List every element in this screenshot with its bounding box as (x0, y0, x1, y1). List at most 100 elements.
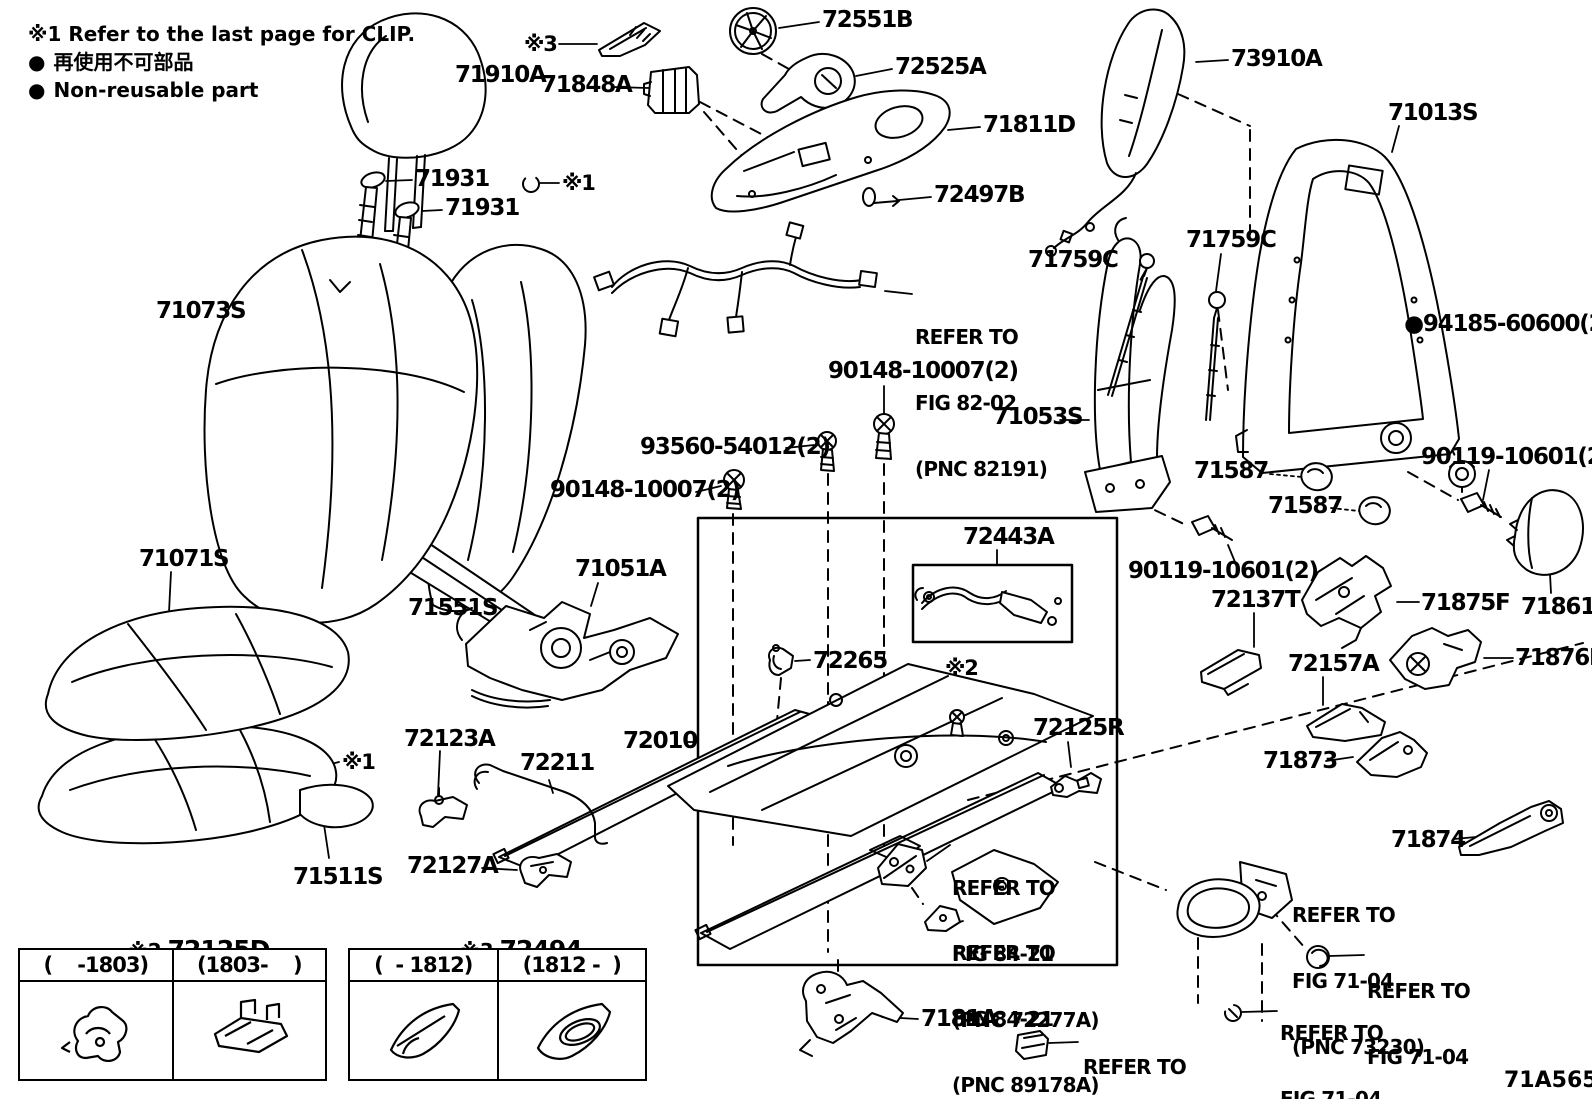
garnish-early-drawing (390, 1002, 461, 1059)
label-90148-a: 90148-10007(2) (828, 358, 1019, 384)
wheel-72551B-drawing (729, 7, 777, 55)
switch-71848A-drawing (643, 66, 700, 114)
label-71875F: 71875F (1421, 590, 1511, 616)
frame-71013S-drawing (1235, 138, 1460, 474)
nut-94185-drawing (1448, 460, 1476, 493)
note-nonreusable-jp: 再使用不可部品 (53, 50, 194, 74)
label-71861: 71861 (1521, 594, 1592, 620)
bracket-72123A-drawing (418, 787, 468, 828)
table-72494-col2: (1812 - ) (496, 950, 646, 980)
bracket-89178A-drawing (924, 905, 961, 932)
label-72010: 72010 (623, 728, 698, 754)
garnish-late-drawing (536, 1002, 611, 1060)
label-7181A: 7181A (921, 1006, 998, 1032)
handle-72525A-drawing (760, 53, 856, 114)
belt-buckle-73230-drawing (1176, 861, 1293, 938)
cover-71876F-drawing (1389, 627, 1482, 690)
control-72443A-drawing (911, 563, 1074, 644)
label-72525A: 72525A (895, 54, 987, 80)
clip-73214-drawing (1224, 1004, 1242, 1023)
screw-x2-drawing (949, 709, 965, 737)
screw-72497B-drawing (862, 187, 900, 207)
label-72123A: 72123A (404, 726, 496, 752)
label-71931-b: 71931 (445, 195, 520, 221)
label-71071S: 71071S (139, 546, 230, 572)
bracket-72125R-drawing (1050, 772, 1102, 798)
label-71873: 71873 (1263, 748, 1338, 774)
label-71587-a: 71587 (1194, 458, 1269, 484)
refer-block-73214: REFER TO FIG 71-04 (PNC 73214) (1280, 1021, 1384, 1099)
table-72494-col1: ( - 1812) (374, 953, 473, 977)
grommets-71587-drawing (1300, 462, 1391, 526)
cover-72157A-drawing (1306, 703, 1386, 742)
label-72443A: 72443A (963, 524, 1055, 550)
cover-71875F-drawing (1301, 555, 1392, 649)
label-72125R: 72125R (1033, 715, 1125, 741)
table-72125D-col2: (1803- ) (171, 950, 326, 980)
bracket-72127A-drawing (519, 853, 572, 888)
label-90119-a: 90119-10601(2) (1421, 444, 1592, 470)
label-x2: ※2 (945, 656, 979, 680)
cushion-cover-71071S-drawing (44, 605, 350, 741)
legend-notes: ※1 Refer to the last page for CLIP. ● 再使… (28, 20, 415, 104)
adjuster-72010-drawing (492, 663, 1094, 950)
bolt-90119-b-drawing (1191, 515, 1233, 541)
table-72125D-part-early (20, 982, 172, 1079)
shield-71811D-drawing (710, 89, 951, 213)
screw-90148-a-drawing (873, 413, 895, 460)
refer-block-72277A: REFER TO FIG 84-21 (PNC 72277A) (952, 876, 1100, 1032)
clip-early-drawing (60, 1005, 128, 1062)
label-90119-b: 90119-10601(2) (1128, 558, 1319, 584)
label-71876F: 71876F (1515, 645, 1592, 671)
refer-block-73230: REFER TO FIG 71-04 (PNC 73230) (1292, 903, 1425, 1059)
table-72494-part-late (496, 982, 646, 1079)
dotted-leaders (1269, 473, 1360, 512)
screw-93560-drawing (817, 431, 837, 472)
table-72494-part-early (350, 982, 497, 1079)
headrest-drawing (341, 12, 487, 232)
label-71051A: 71051A (575, 556, 667, 582)
caps-71759C-drawing (1107, 253, 1226, 421)
label-71759C-a: 71759C (1028, 247, 1119, 273)
label-71811D: 71811D (983, 112, 1076, 138)
shield-71861-drawing (1506, 489, 1584, 576)
label-72551B: 72551B (822, 7, 914, 33)
garnish-x3-drawing (598, 22, 661, 57)
refer-block-82191: REFER TO FIG 82-02 (PNC 82191) (915, 325, 1048, 481)
adjuster-box-72010 (696, 516, 1119, 967)
clip-ring-top (522, 175, 540, 193)
label-71073S: 71073S (156, 298, 247, 324)
label-72127A: 72127A (407, 853, 499, 879)
refer-block-82824A: REFER TO FIG 82-02 (PNC 82824A) (1083, 1055, 1187, 1079)
label-71910A: 71910A (455, 62, 547, 88)
label-93560: 93560-54012(2) (640, 434, 831, 460)
cover-71874-drawing (1458, 800, 1564, 856)
grommet-7104-drawing (1306, 945, 1330, 969)
label-71848A: 71848A (541, 72, 633, 98)
label-71053S: 71053S (993, 404, 1084, 430)
refer-block-89178A: REFER TO FIG 84-21 (PNC 89178A) (952, 941, 1100, 1097)
cushion-pad-71511S-drawing (37, 724, 374, 845)
label-71759C-b: 71759C (1186, 227, 1277, 253)
figure-code: 71A565J (1504, 1068, 1592, 1093)
refer-block-7104: REFER TO FIG 71-04 (1367, 979, 1471, 1069)
label-71931-a: 71931 (415, 166, 490, 192)
recliner-71051A-drawing (456, 601, 679, 709)
note-nonreusable-en: Non-reusable part (53, 78, 259, 102)
label-72497B: 72497B (934, 182, 1026, 208)
label-72211: 72211 (520, 750, 595, 776)
label-72157A: 72157A (1288, 651, 1380, 677)
bullet-icon: ● (28, 50, 46, 74)
label-72265: 72265 (813, 648, 888, 674)
bolt-90119-a-drawing (1460, 492, 1502, 518)
rod-72211-drawing (473, 763, 608, 845)
label-71587-b: 71587 (1268, 493, 1343, 519)
bracket-7181A-drawing (799, 970, 904, 1057)
clamp-72265-drawing (768, 644, 794, 676)
label-71013S: 71013S (1388, 100, 1479, 126)
cover-71873-drawing (1356, 731, 1428, 778)
airbag-73910A-drawing (1045, 8, 1186, 257)
label-x1-bottom: ※1 (342, 750, 376, 774)
